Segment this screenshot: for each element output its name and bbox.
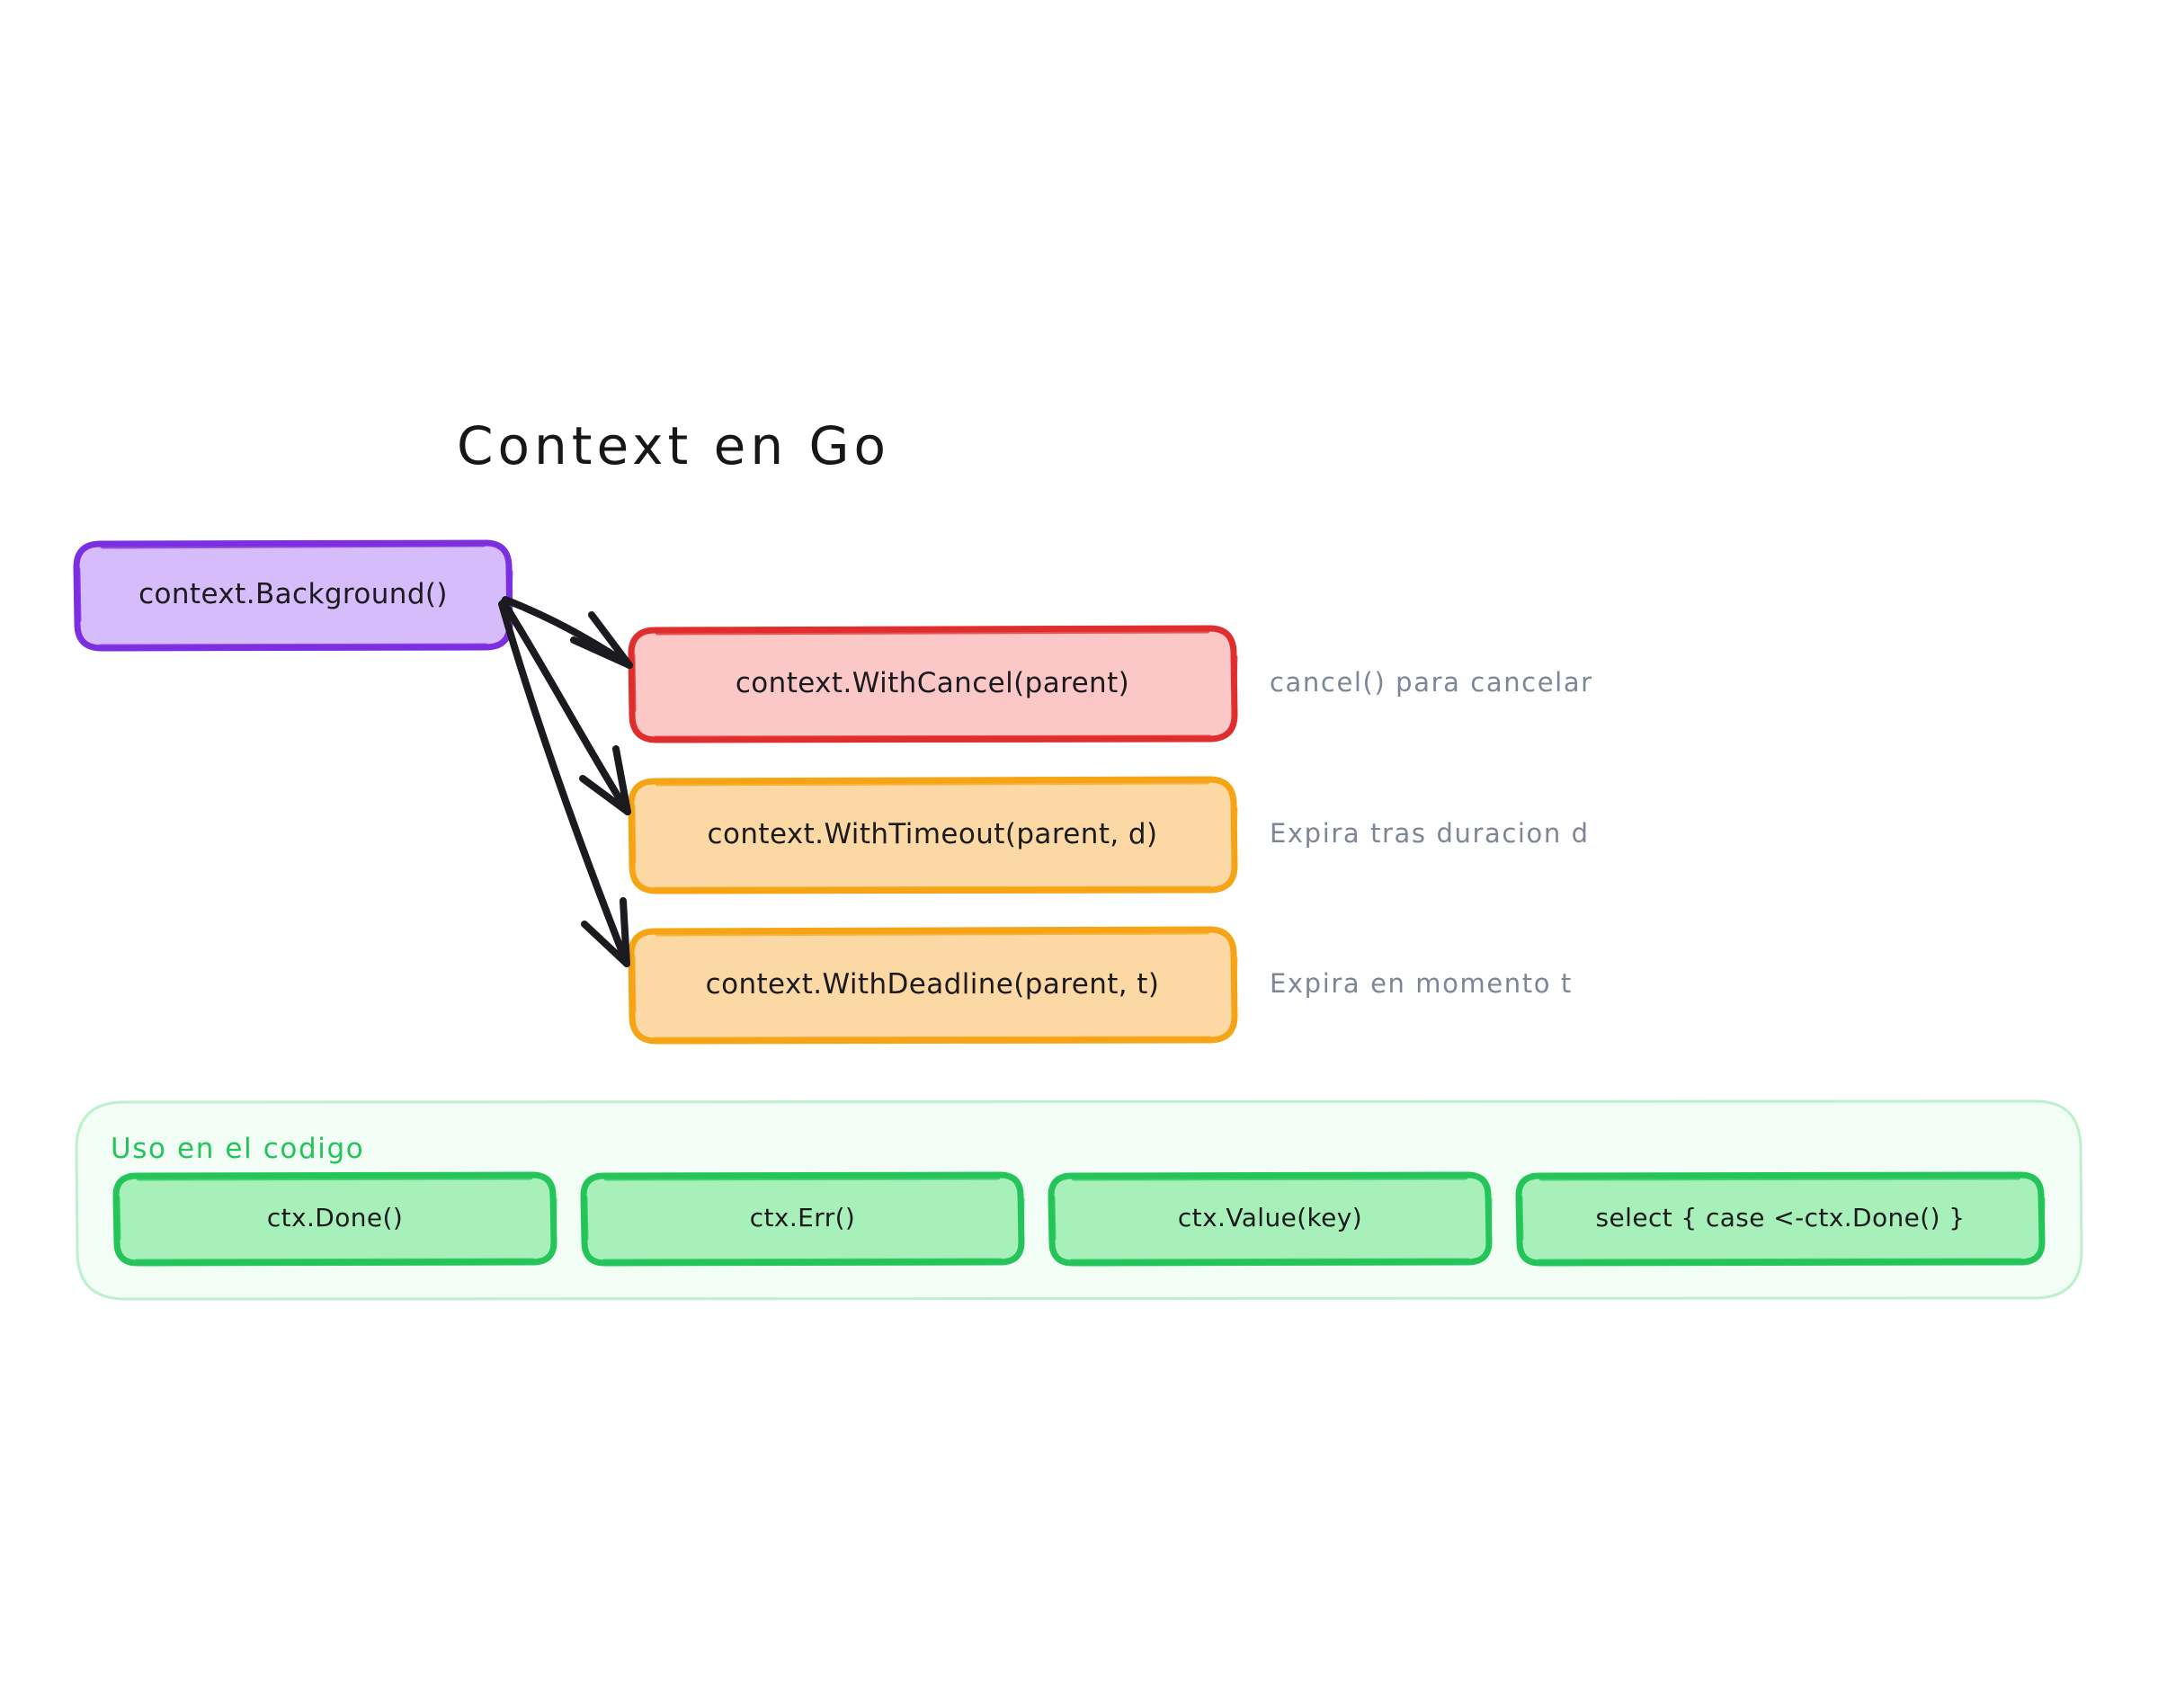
node-context-withcancel[interactable]: context.WithCancel(parent) [631,629,1234,739]
usage-item-label: ctx.Err() [749,1203,856,1233]
usage-item-label: ctx.Done() [266,1203,404,1233]
arrow-background-to-withtimeout [500,599,631,815]
node-label: context.WithDeadline(parent, t) [705,968,1160,1001]
pill-3-shape [1515,1171,2046,1267]
arrow-background-to-withcancel [502,596,633,669]
node-label: context.WithCancel(parent) [735,667,1130,700]
node-withtimeout-shape [628,776,1238,894]
page-title: Context en Go [457,415,890,476]
usage-item-ctx-value[interactable]: ctx.Value(key) [1052,1175,1488,1262]
node-withcancel-shape [628,625,1238,743]
node-label: context.Background() [138,577,448,610]
usage-group: Uso en el codigo [76,1100,2082,1300]
usage-item-select-case[interactable]: select { case <-ctx.Done() } [1520,1175,2041,1262]
usage-item-ctx-done[interactable]: ctx.Done() [117,1175,553,1262]
node-context-withtimeout[interactable]: context.WithTimeout(parent, d) [631,780,1234,890]
usage-group-title: Uso en el codigo [111,1133,365,1165]
usage-item-label: select { case <-ctx.Done() } [1595,1203,1966,1233]
arrow-background-to-withdeadline [498,600,630,967]
annotation-withdeadline: Expira en momento t [1270,968,1573,999]
annotation-withtimeout: Expira tras duracion d [1270,818,1590,849]
pill-2-shape [1048,1171,1493,1267]
pill-0-shape [112,1171,557,1267]
root-node-shape [73,539,513,652]
node-withdeadline-shape [628,926,1238,1045]
node-context-background[interactable]: context.Background() [76,542,510,647]
node-label: context.WithTimeout(parent, d) [707,818,1158,851]
pill-1-shape [580,1171,1025,1267]
annotation-withcancel: cancel() para cancelar [1270,667,1593,698]
node-context-withdeadline[interactable]: context.WithDeadline(parent, t) [631,930,1234,1040]
usage-item-ctx-err[interactable]: ctx.Err() [584,1175,1021,1262]
usage-item-label: ctx.Value(key) [1177,1203,1363,1233]
